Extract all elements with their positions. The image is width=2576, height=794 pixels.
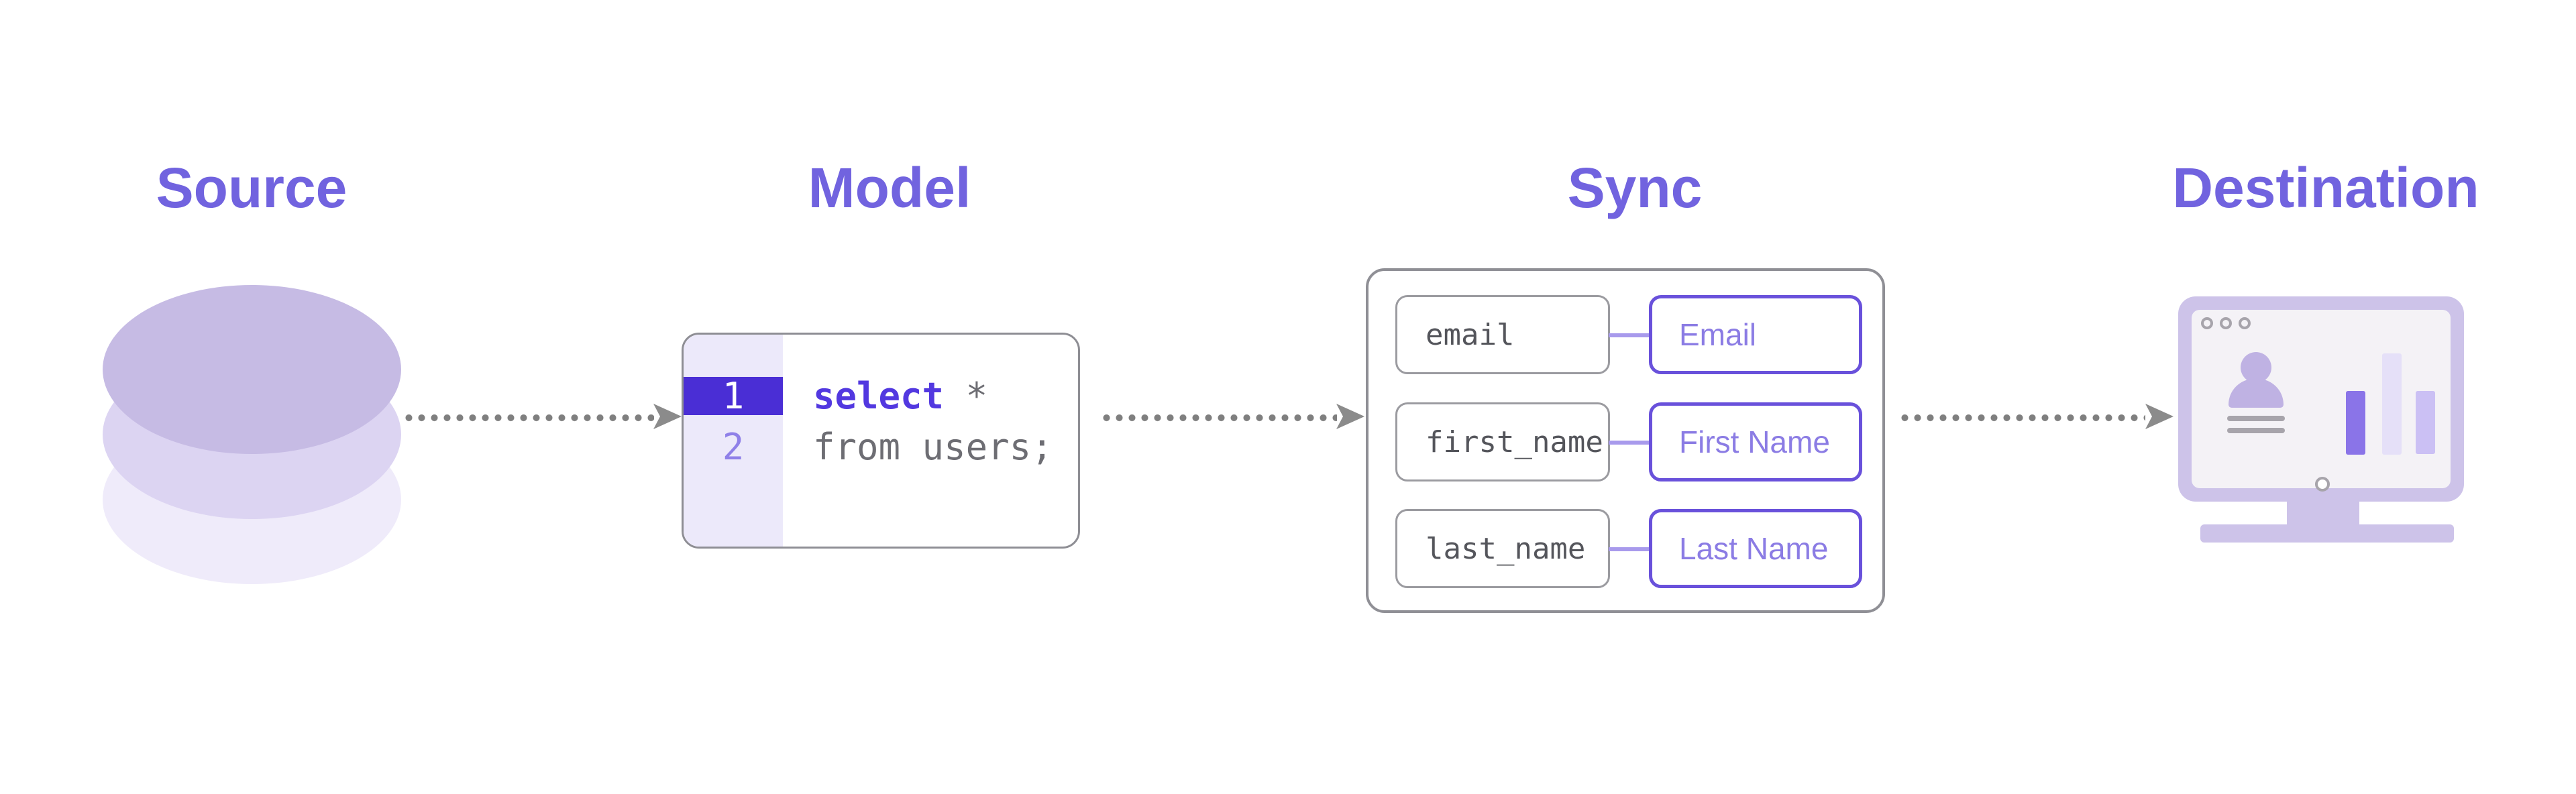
database-disk-top — [103, 285, 401, 454]
code-text-1: select * — [783, 377, 987, 415]
window-dot-icon — [2239, 317, 2251, 329]
text-placeholder-line — [2227, 428, 2285, 433]
person-shoulders — [2229, 379, 2284, 408]
source-field-chip: last_name — [1395, 509, 1610, 588]
bar-chart-icon-bar-3 — [2416, 391, 2435, 454]
sync-to-destination-arrow-line — [1898, 414, 2145, 422]
monitor-stand-neck — [2287, 502, 2359, 526]
mapping-connector-line — [1609, 441, 1650, 445]
model-heading: Model — [808, 156, 971, 219]
mapping-row-first-name: first_name First Name — [1368, 402, 1882, 481]
sql-keyword: select — [813, 375, 945, 417]
destination-field-chip: Email — [1649, 295, 1862, 374]
source-to-model-arrowhead-icon — [653, 404, 682, 429]
window-dot-icon — [2201, 317, 2213, 329]
mapping-row-email: email Email — [1368, 295, 1882, 374]
sync-heading: Sync — [1567, 156, 1703, 219]
sync-to-destination-arrowhead-icon — [2145, 404, 2174, 429]
source-field-chip: email — [1395, 295, 1610, 374]
sql-rest-2: from users; — [813, 426, 1053, 468]
line-number-2: 2 — [722, 426, 745, 468]
monitor-screen — [2192, 310, 2451, 488]
monitor-camera-dot — [2315, 477, 2330, 492]
model-to-sync-arrow-line — [1100, 414, 1337, 422]
mapping-connector-line — [1609, 333, 1650, 337]
field-mapping-box: email Email first_name First Name last_n… — [1366, 268, 1885, 613]
sql-rest-1: * — [944, 375, 988, 417]
bar-chart-icon-bar-2 — [2382, 353, 2402, 455]
bar-chart-icon-bar-1 — [2346, 391, 2365, 455]
code-line-2: 2 from users; — [684, 428, 1078, 466]
monitor-stand-base — [2200, 524, 2454, 543]
model-to-sync-arrowhead-icon — [1336, 404, 1364, 429]
destination-field-chip: First Name — [1649, 402, 1862, 481]
line-number-gutter — [684, 335, 783, 547]
source-to-model-arrow-line — [402, 414, 654, 422]
code-text-2: from users; — [783, 428, 1053, 466]
window-dot-icon — [2220, 317, 2232, 329]
mapping-connector-line — [1609, 547, 1650, 551]
destination-heading: Destination — [2172, 156, 2479, 219]
source-heading: Source — [156, 156, 347, 219]
destination-field-chip: Last Name — [1649, 509, 1862, 588]
monitor-frame — [2178, 296, 2464, 502]
mapping-row-last-name: last_name Last Name — [1368, 509, 1882, 588]
line-number-1: 1 — [684, 377, 783, 415]
person-icon — [2241, 352, 2271, 383]
text-placeholder-line — [2227, 416, 2285, 421]
code-line-1: 1 select * — [684, 377, 1078, 415]
source-field-chip: first_name — [1395, 402, 1610, 481]
sql-editor-box: 1 select * 2 from users; — [682, 333, 1080, 549]
